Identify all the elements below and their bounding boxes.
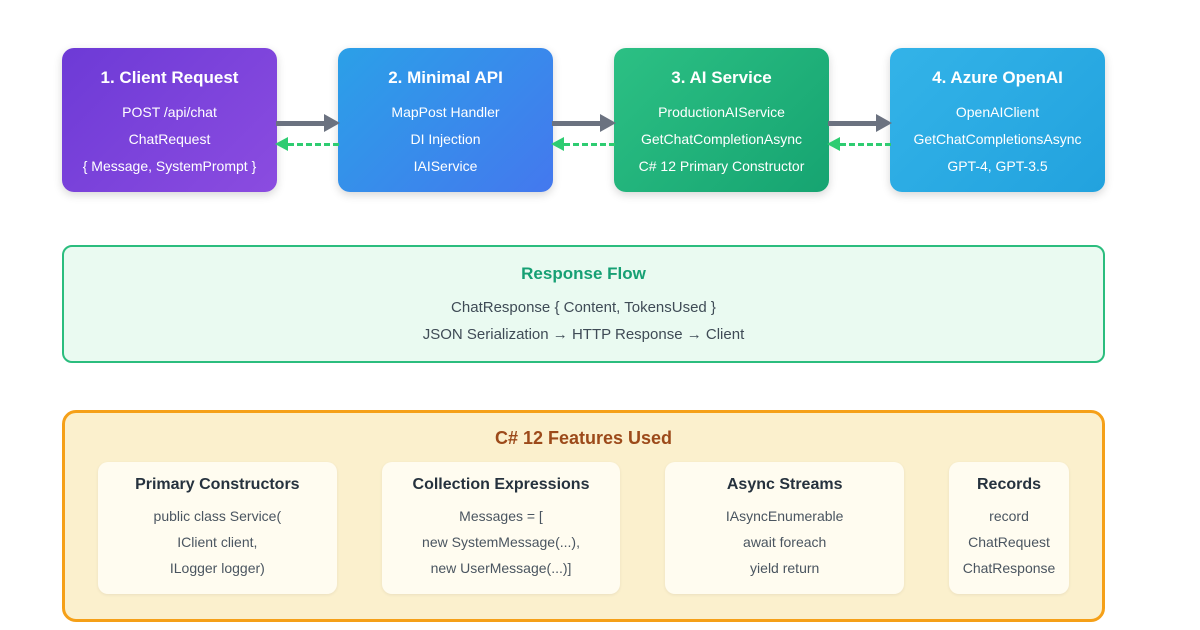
return-arrow-head — [275, 137, 288, 151]
feature-card-title: Async Streams — [726, 476, 843, 493]
stage-line: GetChatCompletionsAsync — [913, 131, 1082, 147]
forward-arrow-head — [600, 114, 616, 132]
feature-card-line: new SystemMessage(...), — [422, 534, 580, 550]
forward-arrow-shaft — [276, 120, 324, 126]
forward-arrow-head — [876, 114, 892, 132]
feature-card-title: Collection Expressions — [412, 476, 590, 493]
response-flow-line: ChatResponse { Content, TokensUsed } — [451, 299, 716, 316]
forward-arrow-icon — [276, 114, 340, 132]
stage-line: GetChatCompletionAsync — [640, 131, 803, 147]
stage-line: IAIService — [413, 158, 478, 174]
stage-line: ChatRequest — [128, 131, 211, 147]
feature-card-line: ChatRequest — [968, 534, 1050, 550]
features-panel-title: C# 12 Features Used — [494, 428, 673, 448]
stage-azure-openai: 4. Azure OpenAI OpenAIClient GetChatComp… — [890, 48, 1105, 192]
stage-line: C# 12 Primary Constructor — [638, 158, 805, 174]
forward-arrow-icon — [552, 114, 616, 132]
stage-title: 4. Azure OpenAI — [932, 68, 1063, 87]
feature-card-async-streams: Async Streams IAsyncEnumerable await for… — [665, 462, 905, 594]
feature-card-records: Records record ChatRequest ChatResponse — [949, 462, 1070, 594]
stage-ai-service: 3. AI Service ProductionAIService GetCha… — [614, 48, 829, 192]
feature-card-line: record — [989, 508, 1029, 524]
feature-card-line: IClient client, — [177, 534, 258, 550]
feature-card-line: new UserMessage(...)] — [430, 560, 572, 576]
forward-arrow-shaft — [828, 120, 876, 126]
forward-arrow-shaft — [552, 120, 600, 126]
return-arrow-shaft — [840, 142, 891, 146]
stage-minimal-api: 2. Minimal API MapPost Handler DI Inject… — [338, 48, 553, 192]
return-arrow-shaft — [288, 142, 339, 146]
stage-client-request: 1. Client Request POST /api/chat ChatReq… — [62, 48, 277, 192]
stage-line: ProductionAIService — [658, 104, 785, 120]
stage-title: 1. Client Request — [100, 68, 239, 87]
feature-card-line: ILogger logger) — [169, 560, 265, 576]
forward-arrow-head — [324, 114, 340, 132]
feature-card-line: await foreach — [743, 534, 827, 550]
return-arrow-icon — [551, 137, 615, 151]
response-flow-title: Response Flow — [521, 264, 646, 283]
feature-card-title: Primary Constructors — [135, 476, 300, 493]
feature-card-line: yield return — [750, 560, 820, 576]
return-arrow-head — [827, 137, 840, 151]
pipeline-row: 1. Client Request POST /api/chat ChatReq… — [62, 48, 1105, 192]
stage-line: OpenAIClient — [955, 104, 1040, 120]
feature-card-title: Records — [977, 476, 1042, 493]
features-panel: C# 12 Features Used Primary Constructors… — [62, 410, 1105, 622]
stage-title: 2. Minimal API — [388, 68, 503, 87]
arrow-slot — [275, 48, 340, 192]
feature-card-line: ChatResponse — [962, 560, 1056, 576]
return-arrow-head — [551, 137, 564, 151]
response-flow-panel: Response Flow ChatResponse { Content, To… — [62, 245, 1105, 363]
return-arrow-shaft — [564, 142, 615, 146]
return-arrow-icon — [827, 137, 891, 151]
stage-line: DI Injection — [410, 131, 481, 147]
feature-card-line: public class Service( — [153, 508, 282, 524]
stage-line: MapPost Handler — [391, 104, 500, 120]
feature-card-primary-constructors: Primary Constructors public class Servic… — [98, 462, 337, 594]
stage-line: GPT-4, GPT-3.5 — [947, 158, 1048, 174]
feature-cards-row: Primary Constructors public class Servic… — [65, 449, 1102, 594]
stage-line: { Message, SystemPrompt } — [82, 158, 257, 174]
forward-arrow-icon — [828, 114, 892, 132]
return-arrow-icon — [275, 137, 339, 151]
stage-title: 3. AI Service — [671, 68, 772, 87]
feature-card-collection-expressions: Collection Expressions Messages = [ new … — [381, 462, 621, 594]
stage-line: POST /api/chat — [122, 104, 217, 120]
response-flow-line: JSON Serialization → HTTP Response → Cli… — [422, 326, 745, 343]
arrow-slot — [551, 48, 616, 192]
feature-card-line: IAsyncEnumerable — [725, 508, 844, 524]
arrow-slot — [827, 48, 892, 192]
feature-card-line: Messages = [ — [459, 508, 543, 524]
